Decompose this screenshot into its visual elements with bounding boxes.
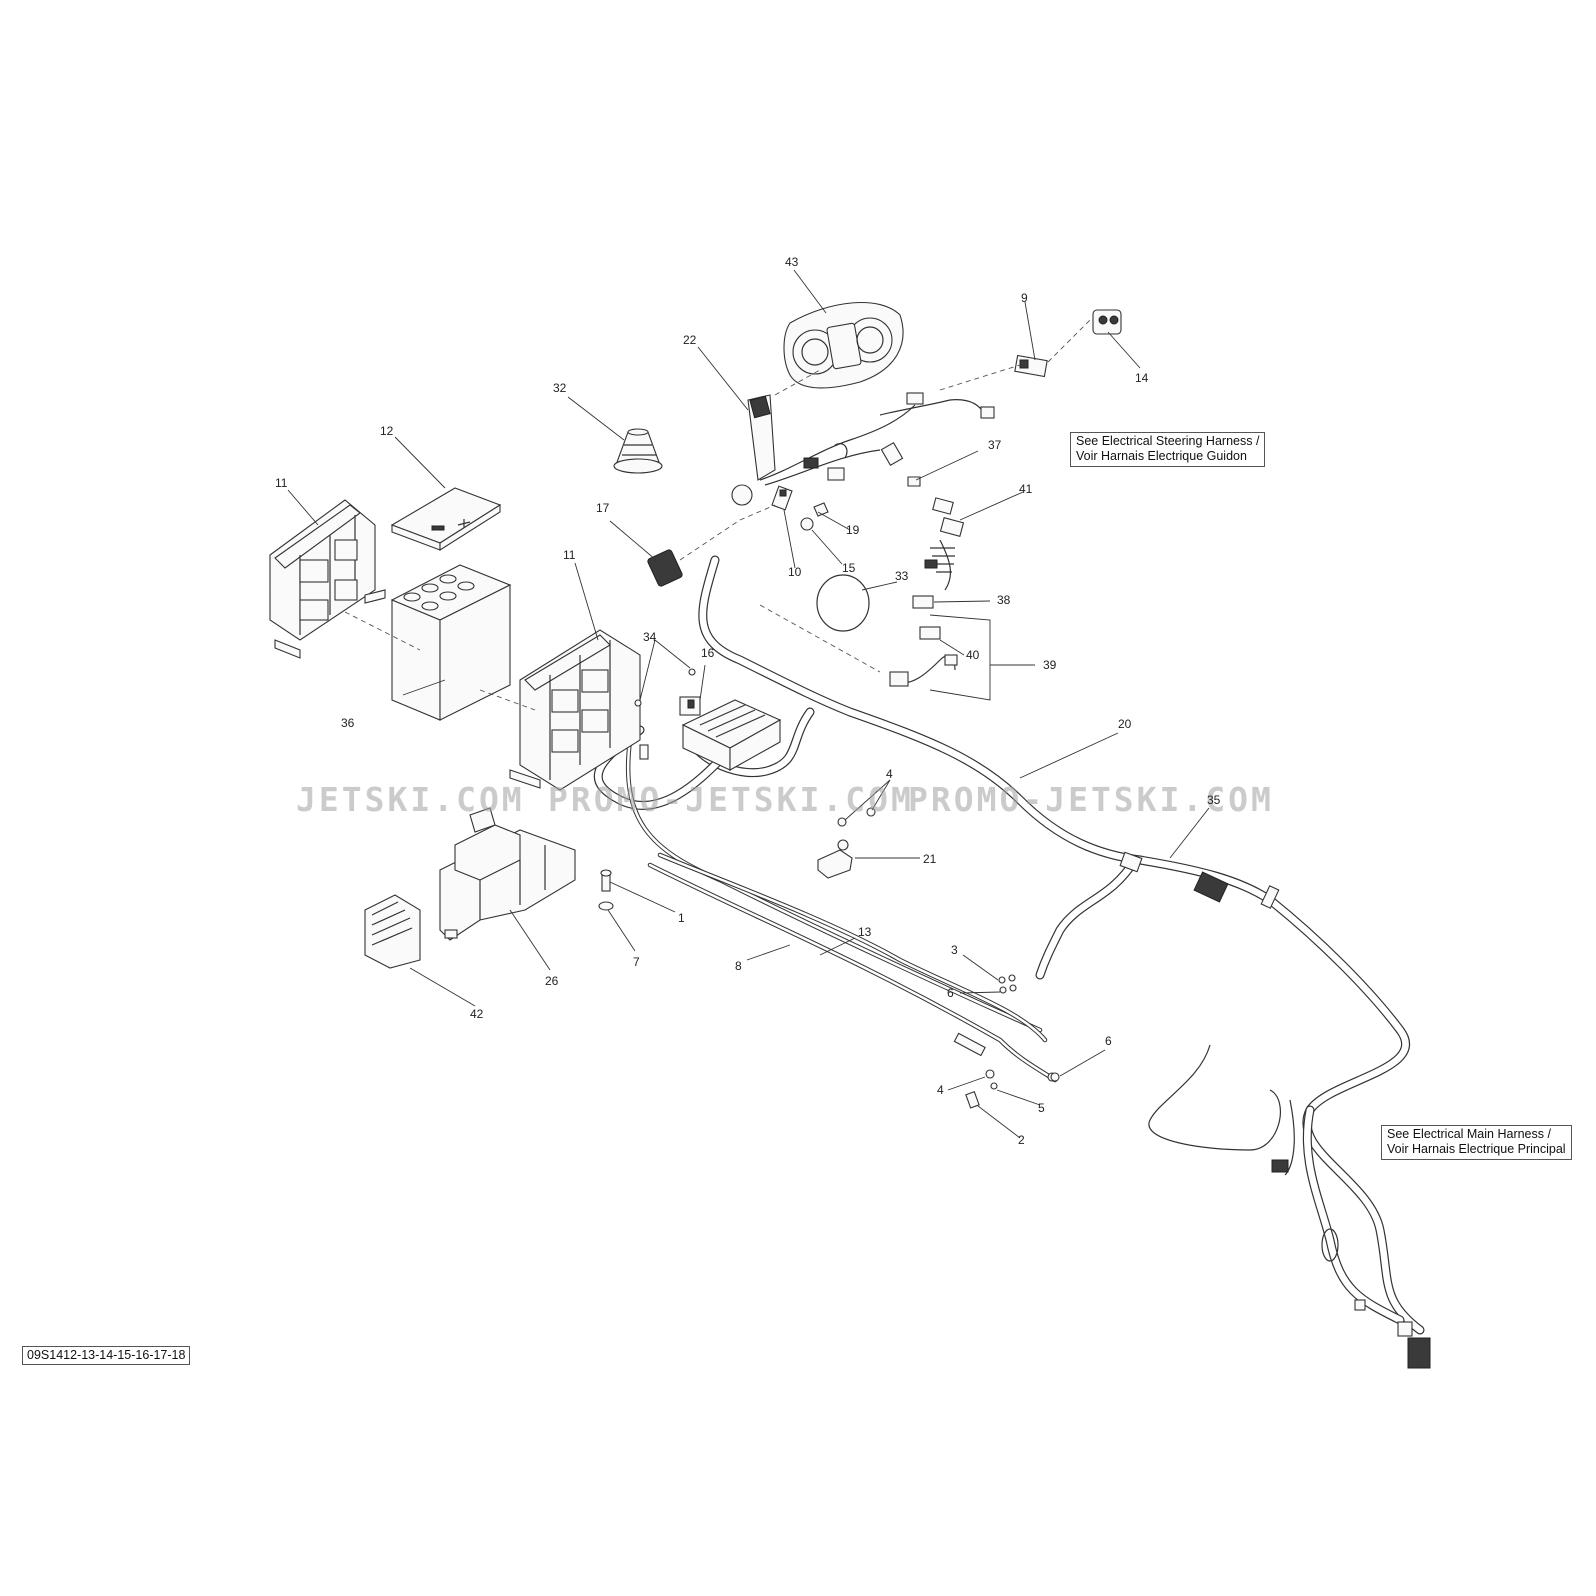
callout-6: 6 — [947, 986, 954, 1000]
fuse-box-16 — [679, 696, 782, 771]
note-line: See Electrical Steering Harness / — [1076, 434, 1260, 448]
callout-39: 39 — [1043, 658, 1057, 672]
callout-20: 20 — [1118, 717, 1132, 731]
battery-36 — [390, 564, 512, 721]
callout-41: 41 — [1019, 482, 1033, 496]
callout-16: 16 — [701, 646, 715, 660]
callout-9: 9 — [1021, 291, 1028, 305]
callout-34: 34 — [643, 630, 657, 644]
battery-cables — [625, 737, 1058, 1083]
fasteners — [598, 668, 1060, 1109]
diagram-reference-code: 09S1412-13-14-15-16-17-18 — [22, 1346, 191, 1365]
main-harness-note: See Electrical Main Harness / Voir Harna… — [1381, 1125, 1572, 1160]
callout-38: 38 — [997, 593, 1011, 607]
boot-32 — [613, 428, 663, 474]
ring-33 — [816, 574, 870, 632]
switch-21 — [817, 807, 876, 879]
callout-4: 4 — [886, 767, 893, 781]
callout-12: 12 — [380, 424, 394, 438]
watermark-text: JETSKI.COM — [296, 780, 525, 819]
alignment-lines — [344, 319, 1091, 711]
callout-36: 36 — [341, 716, 355, 730]
steering-harness-22 — [747, 392, 995, 486]
callout-37: 37 — [988, 438, 1002, 452]
callout-8: 8 — [735, 959, 742, 973]
callout-4: 4 — [937, 1083, 944, 1097]
watermark-text: PROMO-JETSKI.COM — [548, 780, 914, 819]
parts-38-40 — [889, 595, 958, 687]
callout-2: 2 — [1018, 1133, 1025, 1147]
battery-cover-12 — [390, 487, 502, 551]
battery-holder-11-left — [269, 499, 386, 659]
small-parts-upper — [647, 476, 965, 591]
callout-7: 7 — [633, 955, 640, 969]
note-line: Voir Harnais Electrique Guidon — [1076, 449, 1247, 463]
callout-14: 14 — [1135, 371, 1149, 385]
callout-10: 10 — [788, 565, 802, 579]
callout-13: 13 — [858, 925, 872, 939]
regulator-42 — [364, 894, 421, 969]
note-line: See Electrical Main Harness / — [1387, 1127, 1551, 1141]
callout-35: 35 — [1207, 793, 1221, 807]
callout-3: 3 — [951, 943, 958, 957]
main-harness-20 — [593, 555, 1431, 1369]
leader-lines — [287, 269, 1210, 1139]
callout-11: 11 — [275, 476, 288, 490]
callout-40: 40 — [966, 648, 980, 662]
callout-43: 43 — [785, 255, 799, 269]
callout-15: 15 — [842, 561, 856, 575]
callout-33: 33 — [895, 569, 909, 583]
callout-1: 1 — [678, 911, 685, 925]
callout-11: 11 — [563, 548, 576, 562]
callout-32: 32 — [553, 381, 567, 395]
watermark-text: PROMO-JETSKI.COM — [908, 780, 1274, 819]
callout-19: 19 — [846, 523, 860, 537]
callout-22: 22 — [683, 333, 697, 347]
callout-21: 21 — [923, 852, 937, 866]
gauge-cluster-43 — [783, 301, 904, 389]
note-line: Voir Harnais Electrique Principal — [1387, 1142, 1566, 1156]
callout-26: 26 — [545, 974, 559, 988]
switch-9-14 — [1014, 309, 1122, 378]
callout-5: 5 — [1038, 1101, 1045, 1115]
bracket-26 — [439, 807, 576, 941]
steering-harness-note: See Electrical Steering Harness / Voir H… — [1070, 432, 1266, 467]
battery-holder-11-right — [509, 629, 641, 791]
callout-42: 42 — [470, 1007, 484, 1021]
callout-6: 6 — [1105, 1034, 1112, 1048]
callout-17: 17 — [596, 501, 610, 515]
